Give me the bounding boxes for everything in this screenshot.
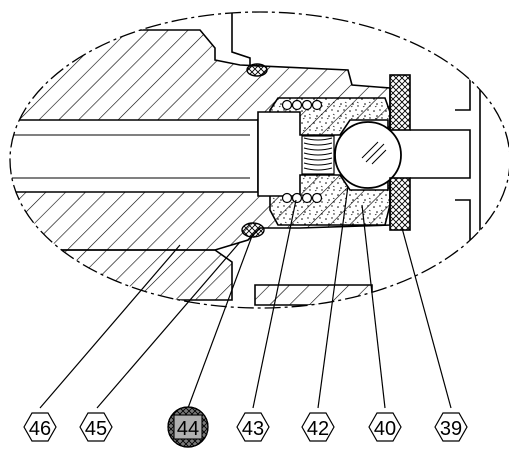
- leader-46: [39, 244, 181, 409]
- seat-ring-part-39-bottom: [389, 177, 411, 231]
- callout-label: 40: [374, 418, 396, 440]
- spring-coil-sections: [281, 99, 323, 204]
- callout-46: 46: [23, 412, 57, 442]
- callout-39: 39: [434, 412, 468, 442]
- spring-part-43: [301, 135, 335, 175]
- callout-43: 43: [236, 412, 270, 442]
- leader-42: [317, 185, 349, 409]
- callout-label: 46: [29, 418, 51, 440]
- lower-housing-right: [254, 284, 373, 306]
- seat-ring-part-39-top: [389, 74, 411, 131]
- callout-45: 45: [79, 412, 113, 442]
- lower-housing: [39, 249, 233, 301]
- leader-40: [361, 204, 386, 409]
- leader-45: [96, 241, 241, 409]
- leader-43: [252, 199, 297, 409]
- detail-boundary: [9, 11, 509, 309]
- right-housing: [455, 69, 481, 268]
- callout-label: 43: [242, 418, 264, 440]
- outer-body-line: [231, 12, 251, 65]
- callout-label: 39: [440, 418, 462, 440]
- outlet-shaft: [410, 129, 471, 179]
- leader-lines: [39, 185, 452, 409]
- bore-channel: [10, 119, 259, 193]
- callout-label: 42: [307, 418, 329, 440]
- callout-label: 44: [177, 418, 199, 440]
- callout-44-highlighted: 44: [167, 406, 209, 448]
- callout-40: 40: [368, 412, 402, 442]
- o-ring-lower-part-44: [241, 222, 265, 238]
- detail-view: [10, 12, 481, 306]
- ball-part-42: [334, 121, 402, 189]
- o-ring-upper: [246, 63, 268, 77]
- callout-label: 45: [85, 418, 107, 440]
- leader-44: [187, 235, 253, 409]
- callout-42: 42: [301, 412, 335, 442]
- leader-39: [401, 227, 452, 409]
